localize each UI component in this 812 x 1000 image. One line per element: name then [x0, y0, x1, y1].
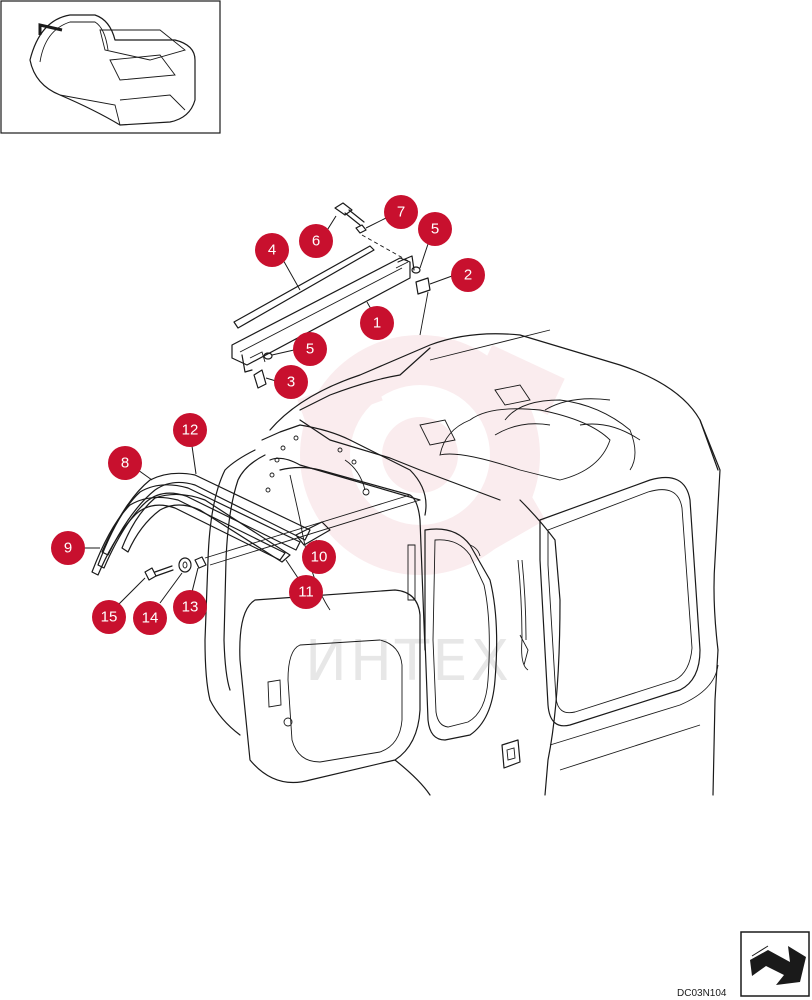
- part-8-trim: [97, 484, 301, 569]
- callout-7: [384, 195, 418, 229]
- callout-9-label: 9: [64, 540, 72, 557]
- callout-15-label: 15: [101, 609, 118, 626]
- callout-5a: [418, 212, 452, 246]
- callout-7-label: 7: [397, 204, 405, 221]
- callout-4: [255, 233, 289, 267]
- callout-6-label: 6: [312, 233, 320, 250]
- part-13-nut: [194, 556, 207, 569]
- callout-9: [51, 531, 85, 565]
- callout-5b: [293, 332, 327, 366]
- part-5-washer-left: [263, 352, 273, 360]
- part-9-trim: [91, 496, 286, 576]
- callout-11-label: 11: [298, 584, 314, 601]
- callout-13-label: 13: [182, 599, 199, 616]
- drawing-code: DC03N104: [677, 988, 727, 999]
- callout-13: [173, 590, 207, 624]
- part-1-roof-rail: [231, 255, 415, 373]
- part-5-washer-right: [411, 266, 421, 274]
- next-page-arrow-icon[interactable]: [740, 931, 810, 997]
- part-6-bolt: [334, 202, 365, 226]
- callout-3-label: 3: [287, 374, 295, 391]
- leader-roof: [419, 291, 429, 336]
- callout-10: [302, 540, 336, 574]
- callout-5b-label: 5: [306, 341, 314, 358]
- callouts: 1 2 3 4 5 5 6 7 8 9: [51, 195, 485, 635]
- part-11-trim: [121, 493, 291, 563]
- callout-2-label: 2: [464, 267, 472, 284]
- callout-14-label: 14: [142, 610, 159, 627]
- cab-body: [204, 329, 721, 796]
- leader-trim-2: [204, 494, 411, 559]
- callout-10-label: 10: [311, 549, 328, 566]
- part-2-clip: [415, 277, 431, 295]
- callout-1-label: 1: [373, 315, 381, 332]
- location-thumbnail: [0, 0, 221, 134]
- callout-6: [299, 224, 333, 258]
- part-14-washer: [178, 557, 192, 573]
- part-7-nut: [355, 224, 367, 234]
- part-15-screw: [144, 565, 174, 581]
- callout-12-label: 12: [182, 422, 199, 439]
- leader-trim: [209, 499, 421, 566]
- part-10-seal: [295, 521, 331, 546]
- callout-14: [133, 601, 167, 635]
- callout-1: [360, 306, 394, 340]
- watermark: [297, 335, 565, 575]
- assembly-line-top: [361, 234, 411, 263]
- callout-15: [92, 600, 126, 634]
- watermark-text: ИНТЕХ: [305, 629, 512, 694]
- callout-2: [451, 258, 485, 292]
- callout-11: [289, 575, 323, 609]
- callout-8: [108, 446, 142, 480]
- callout-4-label: 4: [268, 242, 276, 259]
- callout-3: [274, 365, 308, 399]
- part-3-clip: [253, 369, 267, 389]
- callout-8-label: 8: [121, 455, 129, 472]
- part-4-strip: [233, 245, 375, 329]
- callout-5a-label: 5: [431, 221, 439, 238]
- callout-12: [173, 413, 207, 447]
